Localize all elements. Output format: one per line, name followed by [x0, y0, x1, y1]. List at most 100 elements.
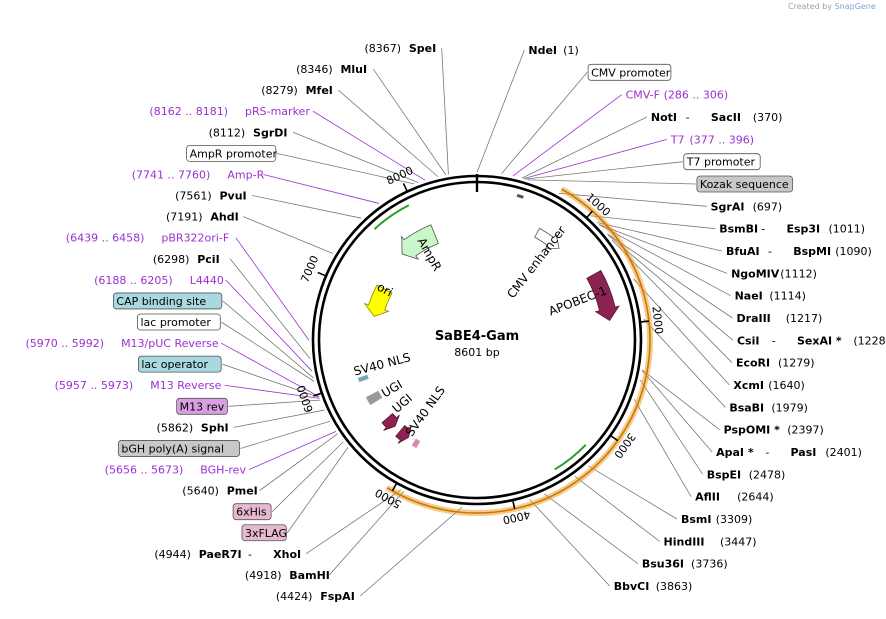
- label-text: -: [761, 223, 765, 236]
- label-text: (1217): [786, 312, 823, 325]
- leader-line: [360, 507, 463, 597]
- leader-line: [225, 279, 313, 372]
- bgh-block: [365, 390, 383, 406]
- leader-line: [596, 222, 723, 252]
- label-text: (1011): [828, 223, 865, 236]
- kozak-block: [516, 194, 524, 199]
- cmv-enhancer-arrow: [534, 227, 560, 250]
- left-label-5: AmpR promoter: [186, 144, 278, 162]
- left-label-15: lac operator: [137, 355, 222, 373]
- enzyme-name: NdeI: [528, 44, 557, 57]
- leader-line: [633, 399, 692, 497]
- label-text: (4424): [276, 590, 313, 603]
- leader-line: [221, 321, 315, 382]
- orf-arc-inner: [554, 444, 587, 471]
- label-text: (5970 .. 5992): [25, 337, 104, 350]
- label-text: pRS-marker: [245, 105, 310, 118]
- label-text: (2478): [749, 468, 786, 481]
- leader-line: [276, 152, 415, 185]
- enzyme-name: NotI: [651, 111, 677, 124]
- label-text: -: [686, 111, 690, 124]
- right-label-24: BbvCI(3863): [614, 580, 693, 593]
- left-label-24: (4944)PaeR7I - XhoI: [154, 548, 301, 561]
- plasmid-size: 8601 bp: [454, 346, 499, 359]
- left-label-6: (7741 .. 7760) Amp-R: [132, 168, 265, 181]
- label-text: AmpR promoter: [190, 147, 278, 160]
- label-text: pBR322ori-F: [161, 232, 229, 245]
- right-label-3: NotI - SacII(370): [651, 111, 783, 124]
- leader-line: [228, 399, 321, 407]
- left-label-26: (4424)FspAI: [276, 590, 355, 603]
- enzyme-name: CsiI: [737, 334, 759, 347]
- enzyme-name: PmeI: [227, 485, 258, 498]
- label-text: CMV-F: [626, 89, 660, 102]
- tick-1000: [586, 210, 594, 218]
- label-text: (1114): [769, 290, 806, 303]
- label-text: (7741 .. 7760): [132, 168, 211, 181]
- enzyme-name: BspEI: [707, 468, 741, 481]
- enzyme-name: NaeI: [735, 290, 763, 303]
- right-label-15: XcmI(1640): [733, 379, 804, 392]
- label-text: (6188 .. 6205): [94, 274, 173, 287]
- leader-line: [544, 493, 639, 564]
- left-label-12: CAP binding site: [113, 292, 223, 310]
- leader-line: [527, 179, 696, 185]
- enzyme-name: BbvCI: [614, 580, 650, 593]
- leader-line: [259, 433, 338, 491]
- feature-label: ori: [375, 280, 395, 300]
- enzyme-name: PaeR7I: [199, 548, 242, 561]
- leader-line: [588, 465, 678, 520]
- lac-block: [357, 374, 369, 383]
- leader-line: [525, 161, 683, 180]
- label-text: T7: [670, 133, 685, 146]
- right-label-18: ApaI * - PasI(2401): [716, 446, 862, 459]
- label-text: -: [768, 245, 772, 258]
- label-box: [186, 144, 277, 162]
- label-box: [117, 440, 240, 457]
- enzyme-name: MfeI: [306, 84, 333, 97]
- label-text: (1): [563, 44, 579, 57]
- label-box: [176, 397, 228, 415]
- label-text: (1279): [778, 357, 815, 370]
- orf-arc-ampr: [373, 204, 410, 230]
- label-text: (4944): [154, 548, 191, 561]
- tick-6000: [313, 392, 322, 397]
- label-text: M13/pUC Reverse: [121, 337, 219, 350]
- label-text: (3736): [691, 558, 728, 571]
- leader-line: [263, 174, 380, 204]
- label-text: CAP binding site: [116, 295, 206, 308]
- feature-label: SV40 NLS: [403, 384, 448, 439]
- label-text: -: [765, 446, 769, 459]
- label-text: (377 .. 396): [690, 133, 755, 146]
- enzyme-name: PasI: [791, 446, 817, 459]
- credit-brand: SnapGene: [834, 2, 876, 11]
- leader-line: [643, 318, 726, 408]
- feature-arrows: [357, 194, 620, 449]
- label-text: Kozak sequence: [700, 178, 789, 191]
- left-label-0: (8367)SpeI: [364, 42, 436, 55]
- right-label-2: CMV-F(286 .. 306): [626, 89, 729, 102]
- tick-3000: [610, 435, 619, 442]
- left-label-14: (5970 .. 5992) M13/pUC Reverse: [25, 337, 218, 350]
- left-label-8: (7191)AhdI: [166, 211, 239, 224]
- tick-2000: [640, 320, 650, 323]
- label-text: Amp-R: [227, 168, 264, 181]
- right-label-8: BsmBI - Esp3I(1011): [719, 223, 865, 236]
- leader-line: [220, 342, 319, 397]
- left-label-25: (4918)BamHI: [245, 569, 330, 582]
- leader-line: [574, 476, 660, 542]
- right-label-16: BsaBI(1979): [729, 401, 808, 414]
- enzyme-name: SgrDI: [253, 126, 287, 139]
- leader-line: [476, 49, 525, 173]
- leader-line: [598, 224, 728, 274]
- label-box: [137, 355, 222, 373]
- left-label-17: M13 rev: [176, 397, 228, 415]
- enzyme-name: XhoI: [273, 548, 301, 561]
- enzyme-name: PspOMI *: [724, 424, 781, 437]
- label-box: [587, 63, 672, 81]
- right-label-20: AflII(2644): [695, 491, 774, 504]
- leader-line: [252, 195, 362, 219]
- label-text: (8112): [209, 126, 246, 139]
- tick-label: 4000: [501, 508, 531, 527]
